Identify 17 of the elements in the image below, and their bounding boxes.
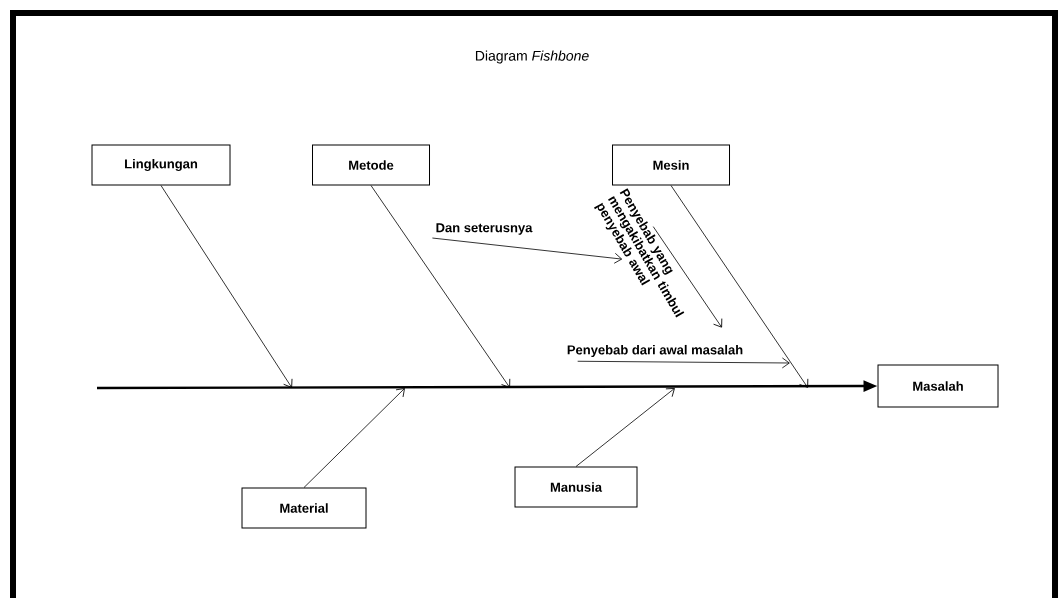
cause-text: Dan seterusnya [436,223,533,235]
category-box: Manusia [514,466,638,508]
arrow [575,388,675,467]
category-box: Lingkungan [91,144,231,186]
category-box: Metode [312,144,430,186]
category-box: Material [241,487,367,529]
arrow [160,185,293,388]
arrow [652,226,723,328]
title: Diagram Fishbone [475,50,589,64]
arrow [670,185,809,388]
arrow [432,237,623,264]
category-box: Mesin [612,144,730,186]
arrow [303,388,405,488]
arrow [370,185,511,388]
category-box: Masalah [877,364,999,408]
cause-text: Penyebab dari awal masalah [567,344,743,358]
arrow [577,357,790,369]
